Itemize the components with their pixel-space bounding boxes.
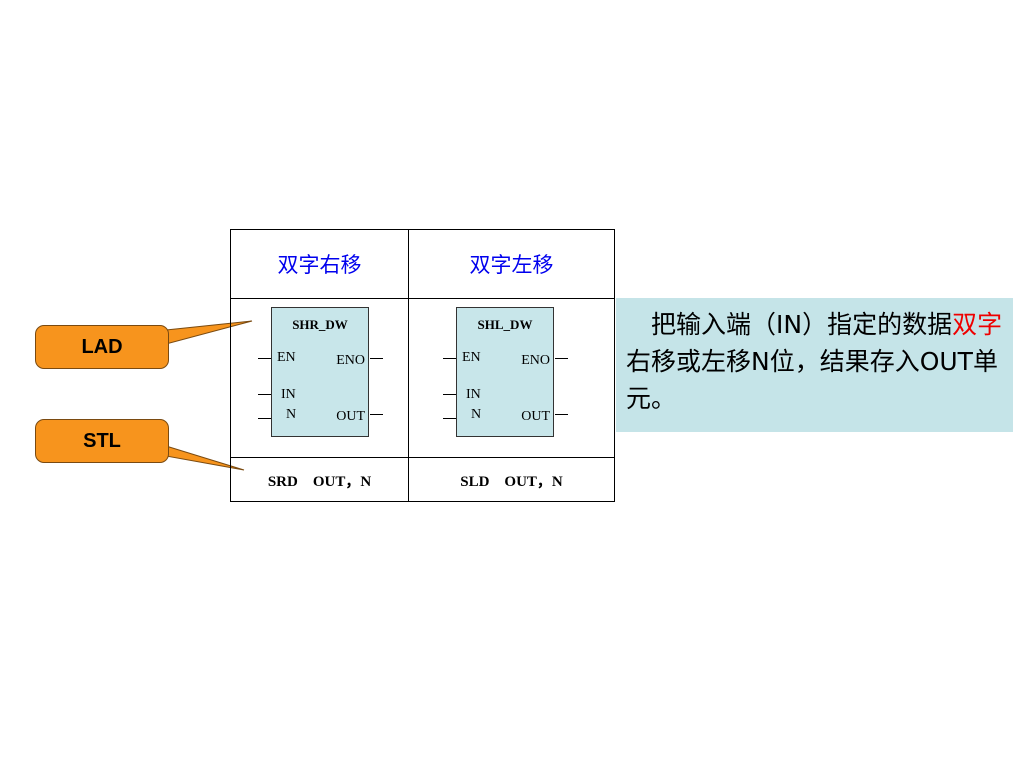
shr-dw-block: SHR_DW EN ENO IN N OUT [271,307,369,437]
pin-eno: ENO [336,353,365,368]
header-shl-label: 双字左移 [469,253,554,277]
pin-in: IN [466,387,481,402]
pin-n: N [286,407,297,422]
block-title: SHR_DW [292,317,348,332]
pin-in: IN [281,387,296,402]
stl-shr: SRD OUT，N [231,458,408,502]
tick-n [443,418,456,419]
stl-shl-text: SLD OUT，N [460,473,563,490]
stl-shr-text: SRD OUT，N [267,473,372,490]
pin-en: EN [277,350,296,365]
lad-callout: LAD [35,325,169,369]
tick-eno [370,358,383,359]
header-shr: 双字右移 [231,230,408,298]
description-note: 把输入端（IN）指定的数据双字右移或左移N位，结果存入OUT单元。 [616,298,1013,432]
table-row-divider-2 [231,457,614,458]
note-indent [626,310,651,339]
tick-in [258,394,271,395]
pin-n: N [471,407,482,422]
block-title: SHL_DW [477,317,533,332]
header-shl: 双字左移 [409,230,614,298]
tick-out [555,414,568,415]
header-shr-label: 双字右移 [277,253,362,277]
shl-dw-block: SHL_DW EN ENO IN N OUT [456,307,554,437]
tick-eno [555,358,568,359]
note-text-part1: 把输入端（IN）指定的数据 [651,310,953,339]
note-text-part2: 右移或左移N位，结果存入OUT单元。 [626,347,998,413]
pin-en: EN [462,350,481,365]
stl-callout-label: STL [83,429,121,452]
tick-en [443,358,456,359]
note-highlight: 双字 [952,310,1003,339]
tick-n [258,418,271,419]
tick-en [258,358,271,359]
instruction-table: 双字右移 双字左移 SHR_DW EN ENO IN N OUT SHL_DW … [230,229,615,502]
stl-callout: STL [35,419,169,463]
pin-out: OUT [521,409,550,424]
pin-out: OUT [336,409,365,424]
pin-eno: ENO [521,353,550,368]
tick-out [370,414,383,415]
lad-callout-label: LAD [81,335,123,358]
table-column-divider [408,230,409,501]
stl-shl: SLD OUT，N [409,458,614,502]
tick-in [443,394,456,395]
table-row-divider-1 [231,298,614,299]
